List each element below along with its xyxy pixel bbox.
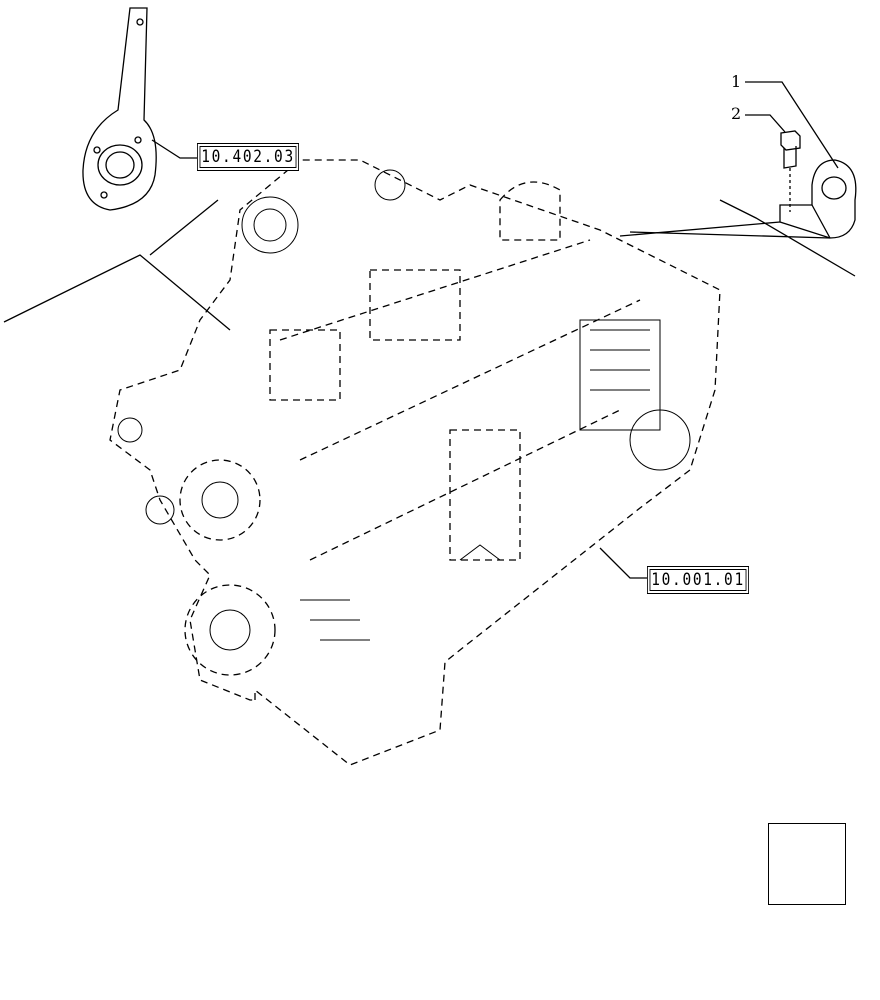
- callout-1-leader: [745, 81, 839, 169]
- callout-2-leader: [745, 114, 786, 133]
- gasket-part: [82, 7, 157, 211]
- previous-page-button[interactable]: [768, 823, 846, 905]
- gasket-guide-lines: [3, 199, 231, 331]
- callout-number-1: 1: [731, 72, 742, 91]
- bracket-guide-lines: [619, 199, 856, 277]
- reference-label-gasket: 10.402.03: [201, 147, 295, 167]
- bolt-part: [780, 130, 801, 212]
- callout-number-2: 2: [731, 104, 742, 123]
- reference-box-gasket[interactable]: 10.402.03: [197, 143, 300, 171]
- engine-assembly: [109, 159, 721, 766]
- reference-label-engine: 10.001.01: [651, 570, 745, 590]
- gasket-leader: [151, 139, 197, 159]
- bracket-part: [779, 159, 857, 239]
- engine-details: [117, 169, 691, 651]
- engine-leader: [599, 547, 648, 579]
- reference-box-engine[interactable]: 10.001.01: [647, 566, 750, 594]
